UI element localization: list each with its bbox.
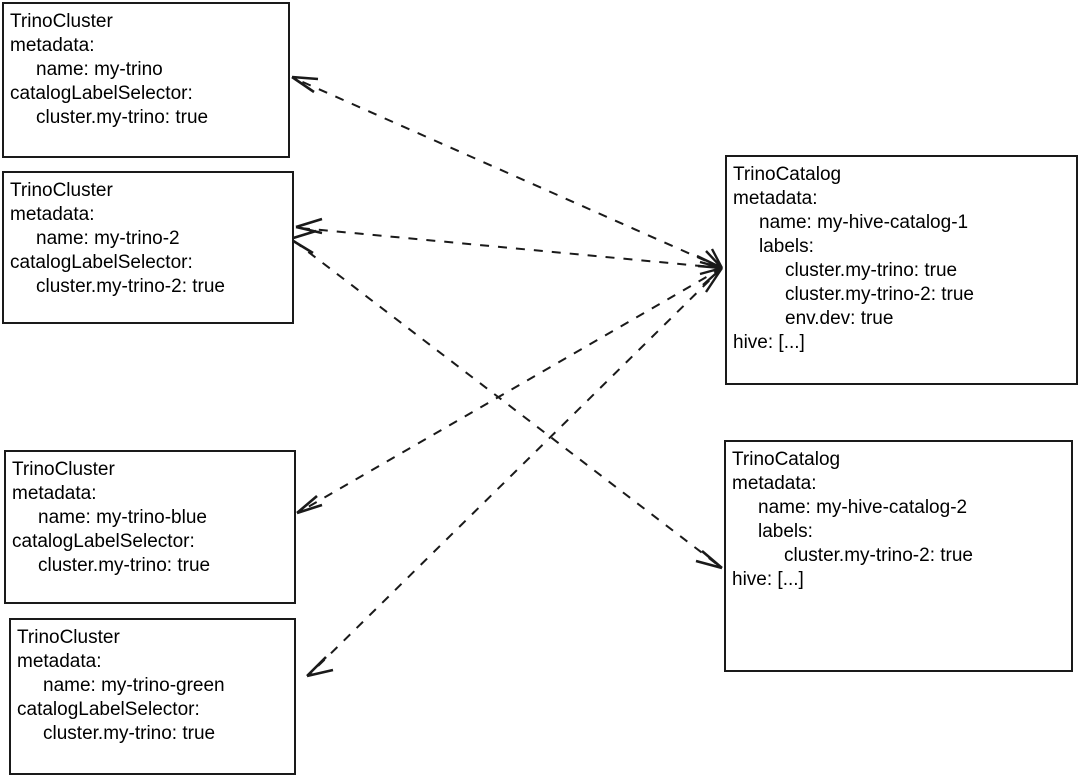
node-line: metadata: xyxy=(10,204,95,225)
node-catalog-my-hive-catalog-2[interactable]: TrinoCatalog metadata: name: my-hive-cat… xyxy=(724,440,1073,672)
node-line: name: my-trino-blue xyxy=(38,507,207,528)
node-line: env.dev: true xyxy=(785,308,894,329)
node-line: cluster.my-trino-2: true xyxy=(36,276,225,297)
node-cluster-my-trino-green[interactable]: TrinoCluster metadata: name: my-trino-gr… xyxy=(9,618,296,775)
node-body: TrinoCatalog metadata: name: my-hive-cat… xyxy=(726,448,1071,592)
node-line: name: my-hive-catalog-2 xyxy=(758,497,968,518)
edge-line xyxy=(300,267,723,512)
node-body: TrinoCluster metadata: name: my-trino-gr… xyxy=(11,626,294,746)
node-line: cluster.my-trino: true xyxy=(38,555,211,576)
node-line: TrinoCatalog xyxy=(732,449,841,470)
node-body: TrinoCluster metadata: name: my-trino-bl… xyxy=(6,458,294,578)
node-line: name: my-trino xyxy=(36,59,163,80)
node-line: catalogLabelSelector: xyxy=(17,699,200,720)
arrowhead-icon xyxy=(295,217,323,235)
node-line: catalogLabelSelector: xyxy=(10,83,193,104)
edge-catalog1-to-cluster-my-trino xyxy=(291,75,723,269)
node-line: cluster.my-trino-2: true xyxy=(784,545,973,566)
node-cluster-my-trino[interactable]: TrinoCluster metadata: name: my-trino ca… xyxy=(2,2,290,158)
node-body: TrinoCluster metadata: name: my-trino ca… xyxy=(4,10,288,130)
arrowhead-icon xyxy=(696,248,724,293)
node-line: name: my-trino-2 xyxy=(36,228,180,249)
edge-line xyxy=(310,267,723,674)
node-line: metadata: xyxy=(12,483,97,504)
node-line: catalogLabelSelector: xyxy=(12,531,195,552)
node-cluster-my-trino-blue[interactable]: TrinoCluster metadata: name: my-trino-bl… xyxy=(4,450,296,604)
edge-line xyxy=(299,227,723,269)
node-catalog-my-hive-catalog-1[interactable]: TrinoCatalog metadata: name: my-hive-cat… xyxy=(725,155,1078,385)
node-line: catalogLabelSelector: xyxy=(10,252,193,273)
arrowhead-icon xyxy=(291,75,319,94)
node-line: TrinoCluster xyxy=(10,180,113,201)
edge-catalog2-to-cluster-my-trino-2 xyxy=(289,229,723,570)
node-line: metadata: xyxy=(733,188,818,209)
arrowhead-icon xyxy=(296,495,323,515)
node-line: hive: [...] xyxy=(732,569,804,590)
node-line: metadata: xyxy=(17,651,102,672)
node-line: labels: xyxy=(759,236,814,257)
node-line: name: my-hive-catalog-1 xyxy=(759,212,969,233)
arrowhead-icon xyxy=(695,550,723,570)
edge-catalog1-to-cluster-my-trino-blue xyxy=(296,267,723,515)
node-body: TrinoCluster metadata: name: my-trino-2 … xyxy=(4,179,292,299)
node-line: metadata: xyxy=(732,473,817,494)
node-body: TrinoCatalog metadata: name: my-hive-cat… xyxy=(727,163,1076,355)
node-cluster-my-trino-2[interactable]: TrinoCluster metadata: name: my-trino-2 … xyxy=(2,171,294,324)
node-line: hive: [...] xyxy=(733,332,805,353)
node-line: metadata: xyxy=(10,35,95,56)
edge-catalog1-to-cluster-my-trino-2 xyxy=(295,217,723,269)
edge-line xyxy=(295,78,723,269)
arrowhead-icon xyxy=(306,656,334,678)
arrow-cluster-catalog1 xyxy=(696,248,724,293)
node-line: cluster.my-trino: true xyxy=(43,723,216,744)
node-line: cluster.my-trino: true xyxy=(36,107,209,128)
node-line: TrinoCluster xyxy=(17,627,120,648)
edge-line xyxy=(293,240,719,566)
edge-catalog1-to-cluster-my-trino-green xyxy=(306,267,723,678)
node-line: labels: xyxy=(758,521,813,542)
node-line: TrinoCatalog xyxy=(733,164,842,185)
node-line: TrinoCluster xyxy=(10,11,113,32)
node-line: TrinoCluster xyxy=(12,459,115,480)
node-line: cluster.my-trino-2: true xyxy=(785,284,974,305)
node-line: cluster.my-trino: true xyxy=(785,260,958,281)
node-line: name: my-trino-green xyxy=(43,675,225,696)
